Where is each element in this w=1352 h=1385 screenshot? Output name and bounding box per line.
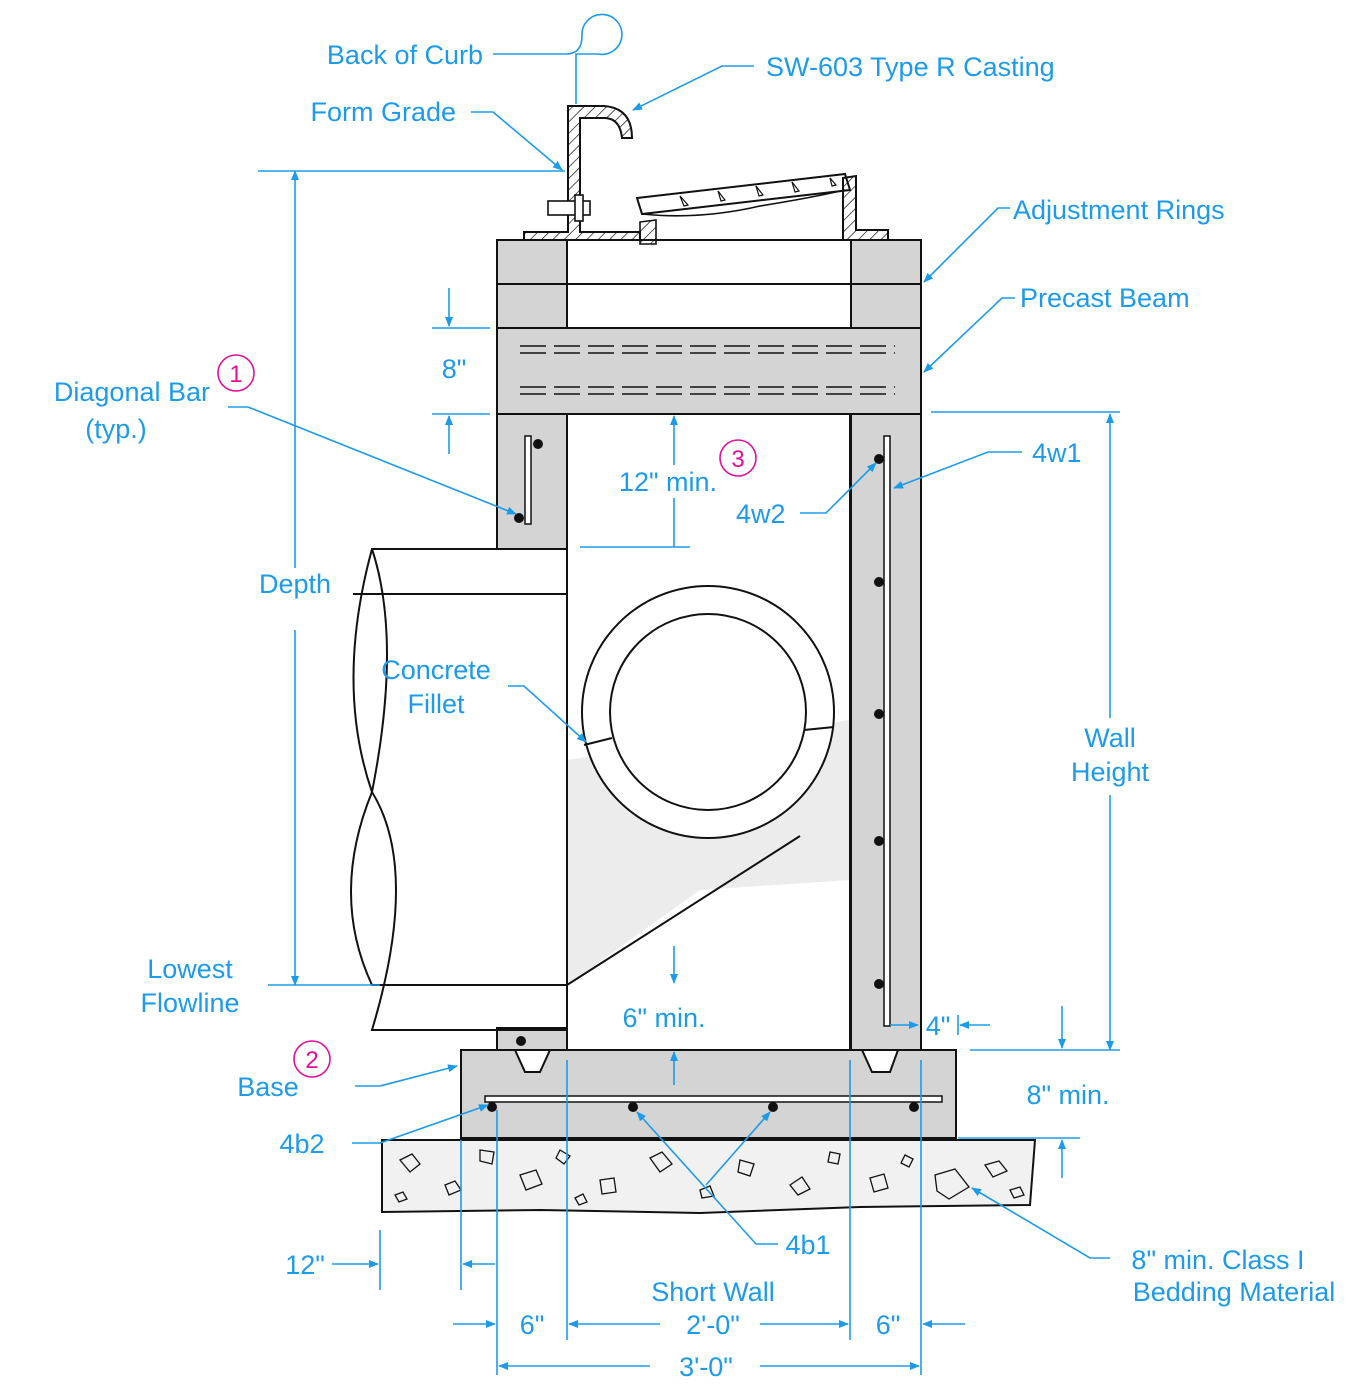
diagonal-bar-leader <box>228 406 517 515</box>
form-grade-leader <box>471 111 563 171</box>
bar-4w1-leader <box>893 451 1022 489</box>
precast-beam-label: Precast Beam <box>1020 283 1190 313</box>
lowest-flowline-label: Lowest <box>147 954 233 984</box>
bar-4w2-leader <box>800 462 877 514</box>
callout-3-circle <box>719 439 757 477</box>
concrete-fillet-leader <box>508 685 587 743</box>
precast-beam-leader <box>923 297 1015 373</box>
inlet-pipe-end-lower <box>370 791 567 1031</box>
outlet-pipe-fillet-right <box>803 726 835 731</box>
bottom-extension-lines <box>379 1060 922 1375</box>
diagonal-bar <box>524 435 532 525</box>
callout-1-circle <box>217 354 255 392</box>
lowest-flowline-label-2: Flowline <box>140 988 239 1018</box>
overall-dim-label: 3'-0" <box>679 1352 733 1382</box>
concrete-fillet-label-2: Fillet <box>407 689 465 719</box>
bedding-leader <box>971 1187 1110 1259</box>
back-of-curb-label: Back of Curb <box>327 40 483 70</box>
left-wall-upper <box>496 413 568 550</box>
callout-3: 3 <box>731 446 744 473</box>
back-of-curb-leader <box>493 13 623 104</box>
callout-1: 1 <box>229 361 242 388</box>
right-wall-dim-label: 6" <box>876 1310 901 1340</box>
annotation-lines <box>228 13 1120 1375</box>
adjustment-rings-label: Adjustment Rings <box>1013 195 1225 225</box>
form-grade-label: Form Grade <box>310 97 456 127</box>
wall-height-label-2: Height <box>1071 757 1150 787</box>
bedding-material <box>381 1139 1037 1215</box>
depth-label: Depth <box>259 569 331 599</box>
short-wall-label: Short Wall <box>651 1277 775 1307</box>
type-r-casting <box>523 105 889 245</box>
inlet-pipe <box>350 548 568 986</box>
diagonal-bar-label: Diagonal Bar <box>54 377 210 407</box>
base-slab <box>460 1049 957 1139</box>
bar-4w1-label: 4w1 <box>1032 438 1082 468</box>
precast-beam-bars <box>520 345 895 395</box>
right-wall-vertical-bar <box>883 435 891 1027</box>
structure <box>350 105 1037 1215</box>
bar-4b2-leader <box>352 1104 489 1144</box>
wall-height-label: Wall <box>1084 723 1136 753</box>
concrete-fillet-label: Concrete <box>381 655 491 685</box>
bottom-clear-label: 6" min. <box>622 1003 705 1033</box>
base-leader <box>355 1064 458 1087</box>
overhang-label: 12" <box>285 1250 325 1280</box>
bar-4b1-leader-2 <box>705 1111 771 1186</box>
bedding-aggregate <box>394 1149 1025 1206</box>
beam-dim-label: 8" <box>442 354 467 384</box>
adjustment-rings-leader <box>923 207 1010 283</box>
base-reinforcing-bar <box>484 1095 943 1103</box>
bar-4b1-leader <box>636 1111 778 1245</box>
base-thickness-label: 8" min. <box>1026 1080 1109 1110</box>
wall-gap-label: 4" <box>926 1011 951 1041</box>
left-wall-lower <box>496 1027 568 1051</box>
casting-leader <box>632 65 754 111</box>
bar-4w2-label: 4w2 <box>736 499 786 529</box>
bar-4b2-label: 4b2 <box>279 1129 324 1159</box>
inlet-pipe-end-upper <box>371 548 388 793</box>
outlet-pipe-fillet-left <box>583 737 613 746</box>
top-clear-label: 12" min. <box>619 467 717 497</box>
fillet-edge <box>566 835 801 986</box>
callout-2: 2 <box>305 1047 318 1074</box>
callouts: 1 2 3 <box>217 354 757 1078</box>
base-label: Base <box>237 1072 299 1102</box>
rebar-dots <box>487 439 919 1112</box>
bedding-label-2: Bedding Material <box>1133 1277 1336 1307</box>
left-wall-dim-label: 6" <box>520 1310 545 1340</box>
diagonal-bar-typ-label: (typ.) <box>85 414 147 444</box>
casting-label: SW-603 Type R Casting <box>766 52 1055 82</box>
callout-2-circle <box>293 1040 331 1078</box>
inside-dim-label: 2'-0" <box>686 1310 740 1340</box>
labels: Back of Curb SW-603 Type R Casting Form … <box>54 40 1335 1382</box>
outlet-pipe-inner <box>609 613 807 811</box>
precast-beam <box>496 327 922 415</box>
bar-4b1-label: 4b1 <box>785 1230 830 1260</box>
bedding-label: 8" min. Class I <box>1131 1245 1304 1275</box>
